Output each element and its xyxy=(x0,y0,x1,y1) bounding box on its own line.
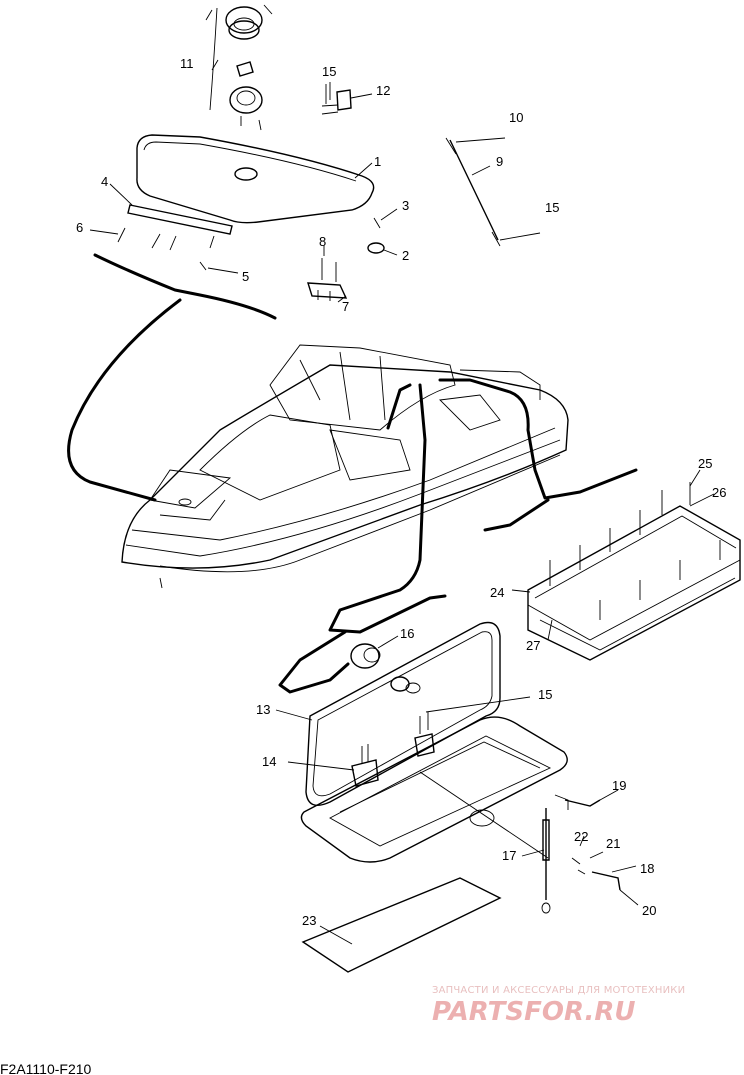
watermark-caption: ЗАПЧАСТИ И АКСЕССУАРЫ ДЛЯ МОТОТЕХНИКИ xyxy=(432,985,685,996)
callout-7: 7 xyxy=(342,299,349,314)
callout-15-hatch: 15 xyxy=(538,687,552,702)
callout-19: 19 xyxy=(612,778,626,793)
callout-6: 6 xyxy=(76,220,83,235)
callout-11: 11 xyxy=(180,56,194,71)
callout-24: 24 xyxy=(490,585,504,600)
figure-code: F2A1110-F210 xyxy=(0,1061,92,1075)
callout-15-right: 15 xyxy=(545,200,559,215)
callout-20: 20 xyxy=(642,903,656,918)
callout-27: 27 xyxy=(526,638,540,653)
callout-1: 1 xyxy=(374,154,381,169)
hatch-cover-1 xyxy=(136,134,375,224)
boat-hull xyxy=(121,344,569,589)
callout-22: 22 xyxy=(574,829,588,844)
callout-14: 14 xyxy=(262,754,276,769)
callout-10: 10 xyxy=(509,110,523,125)
callout-12: 12 xyxy=(376,83,390,98)
hatch-lid-13 xyxy=(275,621,501,806)
callout-23: 23 xyxy=(302,913,316,928)
callout-5: 5 xyxy=(242,269,249,284)
callout-26: 26 xyxy=(712,485,726,500)
callout-8: 8 xyxy=(319,234,326,249)
callout-2: 2 xyxy=(402,248,409,263)
hinge-bar-4 xyxy=(89,183,239,274)
callout-3: 3 xyxy=(402,198,409,213)
callout-15-top: 15 xyxy=(322,64,336,79)
hatch-frame xyxy=(287,696,568,863)
watermark-brand: PARTSFOR.RU xyxy=(432,997,635,1027)
hinge-hardware-12 xyxy=(321,82,373,115)
callout-17: 17 xyxy=(502,848,516,863)
latch-hardware xyxy=(307,208,398,303)
location-lines xyxy=(67,253,638,694)
callout-4: 4 xyxy=(101,174,108,189)
gas-strut-17 xyxy=(419,771,639,914)
grommet-16 xyxy=(350,635,399,669)
stay-cable-9 xyxy=(445,137,541,247)
callout-25: 25 xyxy=(698,456,712,471)
watermark: ЗАПЧАСТИ И АКСЕССУАРЫ ДЛЯ МОТОТЕХНИКИ PA… xyxy=(432,985,685,1027)
callout-21: 21 xyxy=(606,836,620,851)
seat-panel-24 xyxy=(511,469,741,661)
callout-16: 16 xyxy=(400,626,414,641)
floor-mat-23 xyxy=(301,877,502,973)
callout-13: 13 xyxy=(256,702,270,717)
callout-18: 18 xyxy=(640,861,654,876)
callout-labels: 11 15 12 10 9 1 4 3 15 6 8 2 5 7 25 26 2… xyxy=(76,56,726,928)
callout-9: 9 xyxy=(496,154,503,169)
deck-plate-assembly xyxy=(205,4,273,131)
